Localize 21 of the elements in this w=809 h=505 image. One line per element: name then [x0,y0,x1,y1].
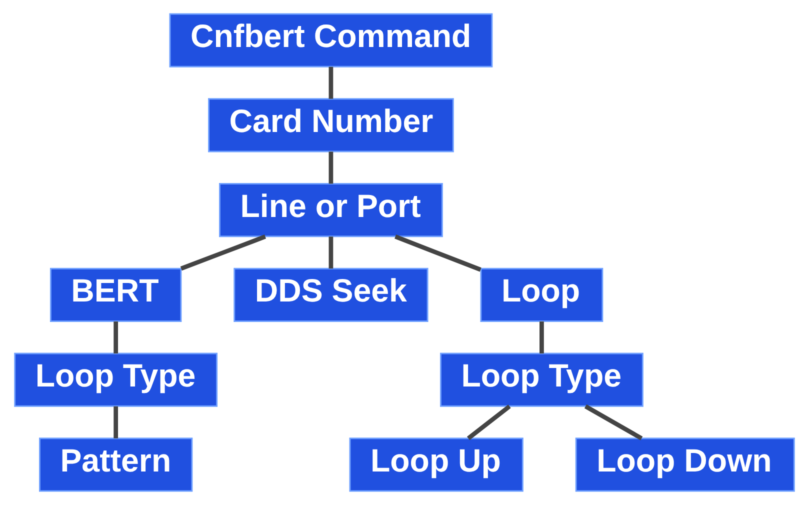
node-box: Loop Down [575,438,795,492]
node-box: Pattern [39,438,193,492]
node-box: Loop Type [14,352,218,407]
connector [540,321,544,354]
connector [114,321,118,354]
node-box: Loop [480,268,604,322]
node-box: BERT [50,268,182,322]
connector [394,234,482,272]
connector [180,234,266,271]
node-box: Cnfbert Command [169,13,493,68]
connector [328,66,334,99]
node-box: DDS Seek [234,268,428,322]
node-box: Card Number [208,98,454,152]
connector [114,406,118,438]
connector [466,404,511,440]
connector [328,236,334,269]
connector [328,152,334,184]
node-box: Loop Type [440,352,644,407]
node-box: Loop Up [349,438,524,492]
node-box: Line or Port [219,182,443,238]
connector [584,404,643,440]
